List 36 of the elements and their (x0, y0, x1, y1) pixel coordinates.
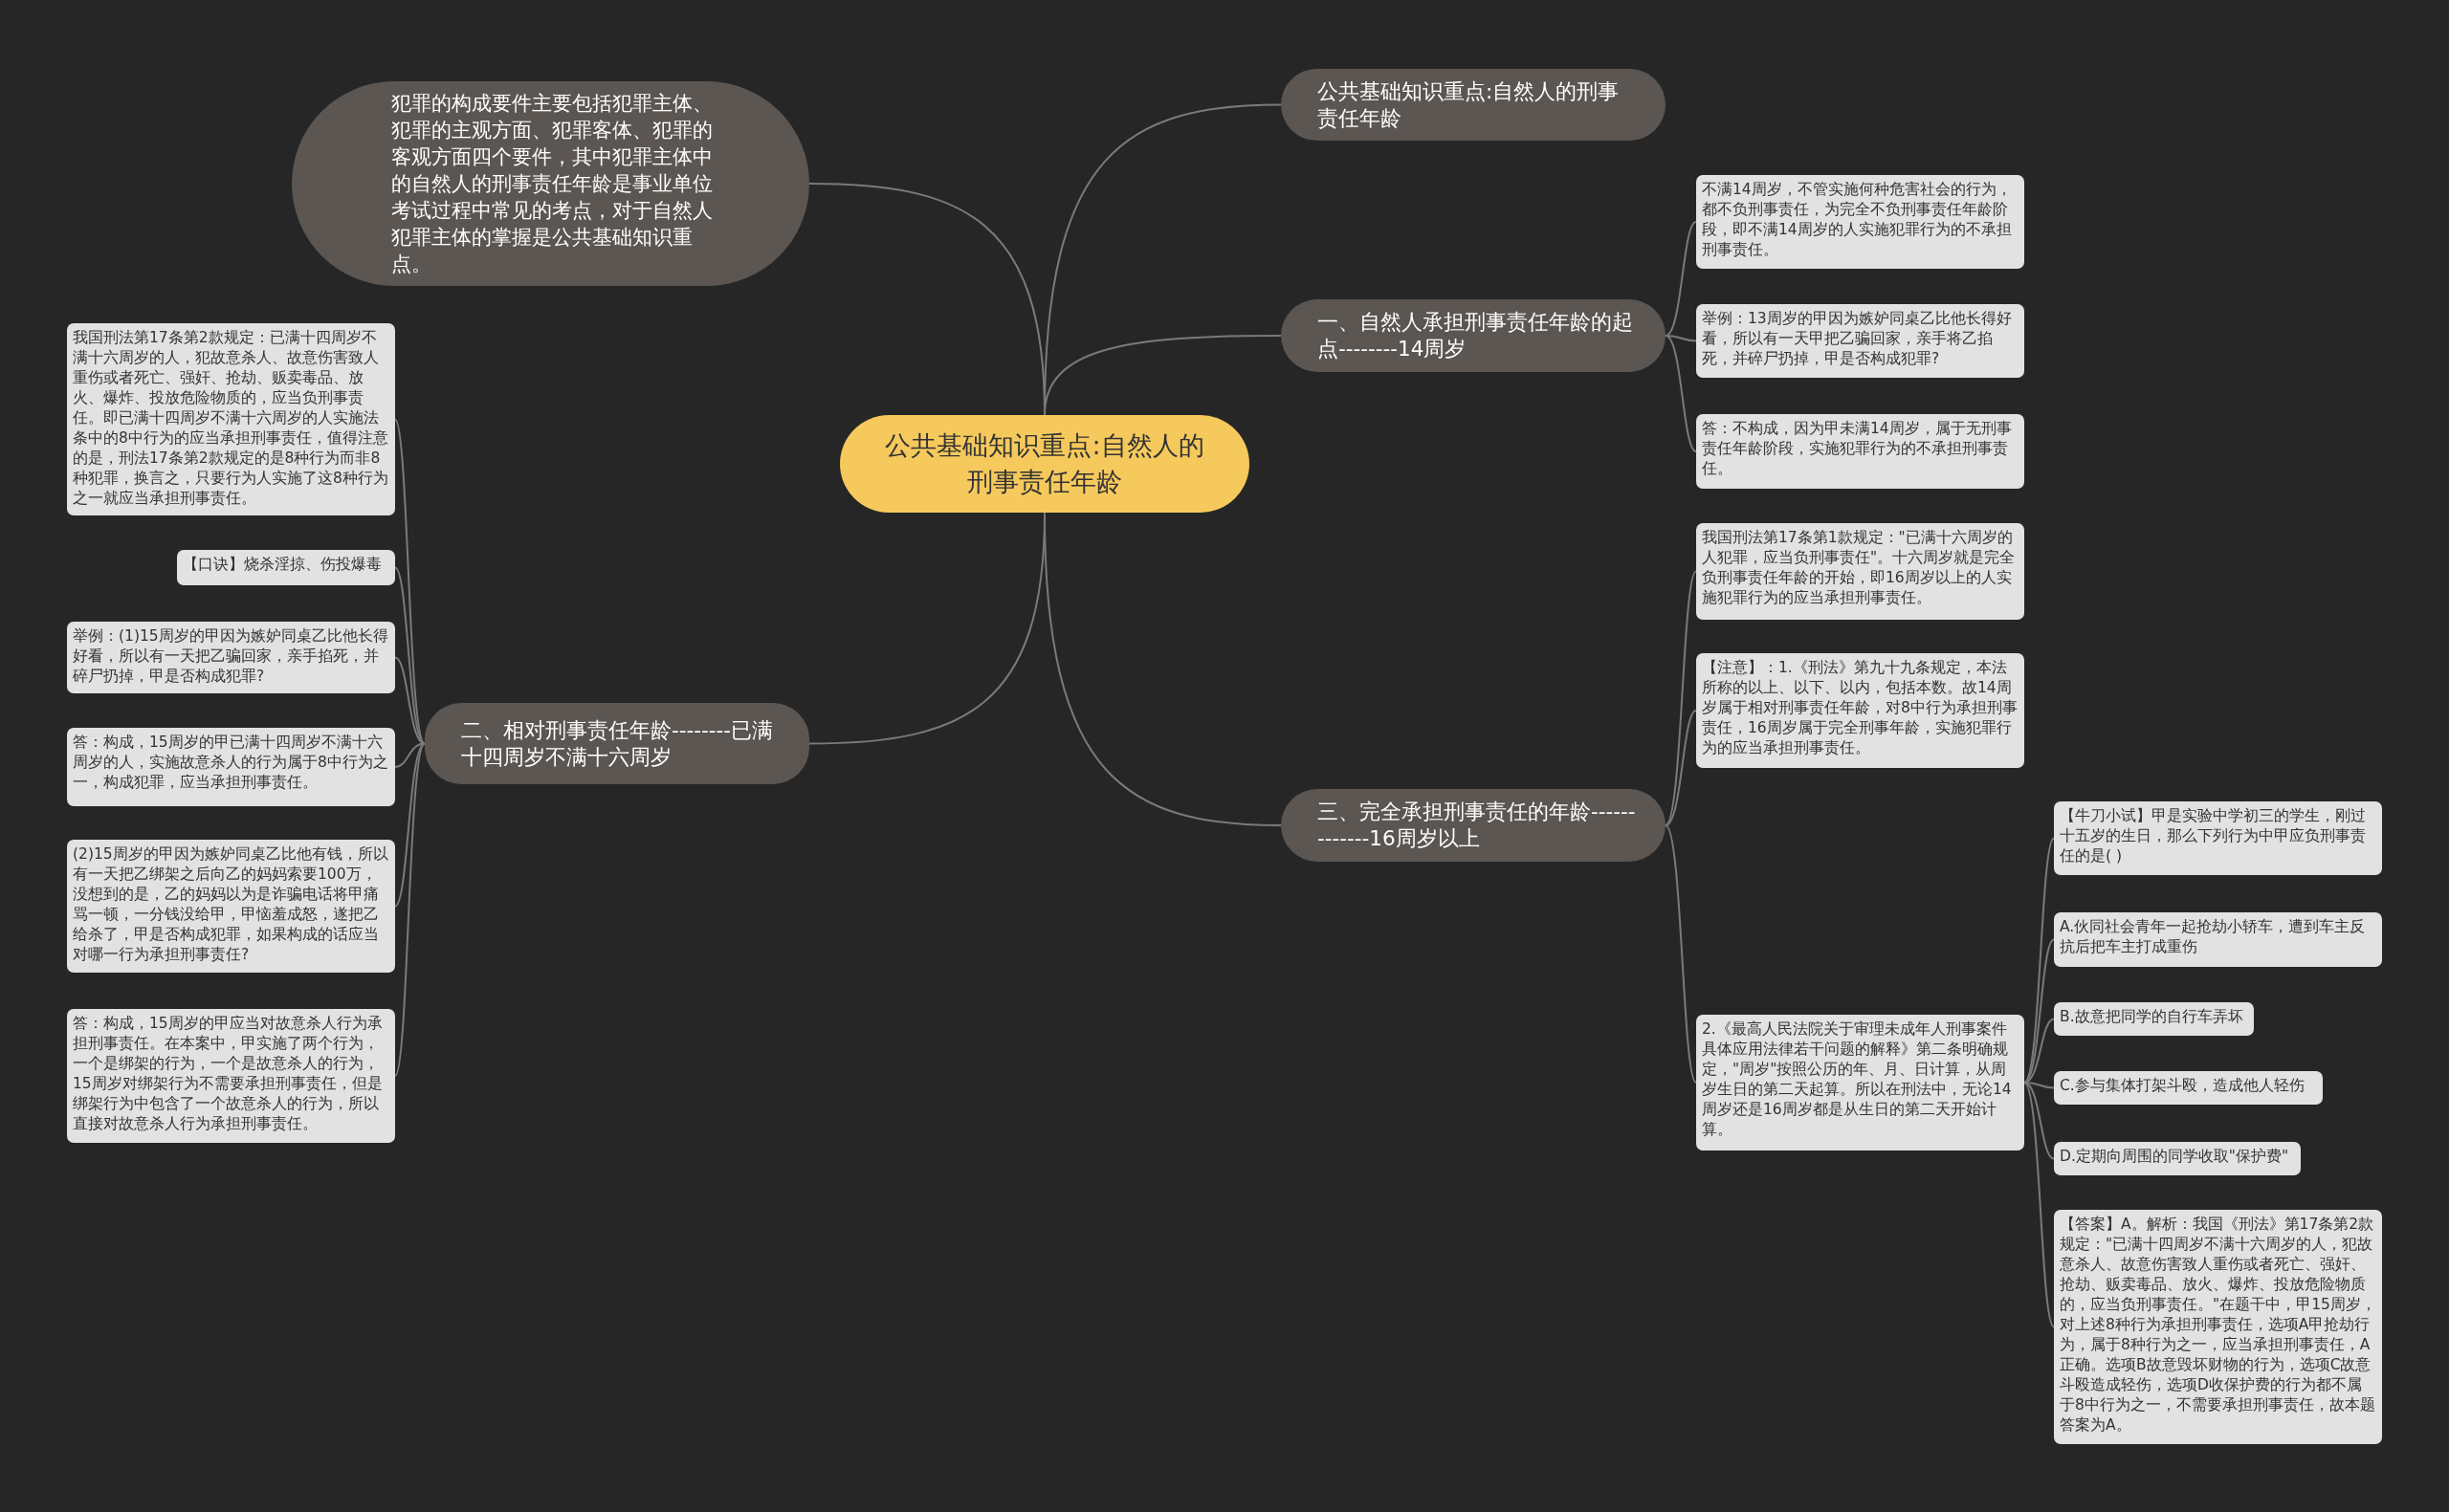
note-box: 【答案】A。解析：我国《刑法》第17条第2款规定："已满十四周岁不满十六周岁的人，犯故意杀人、故意伤害致人重伤或者死亡、强奸、抢劫、贩卖毒品、放火、爆炸、投放危险物质的，应当负刑事责任。"在题干中，甲15周岁，对上述8种行为承担刑事责任，选项A甲抢劫行为，属于8种行为之一，应当承担刑事责任，A正确。选项B故意毁坏财物的行为，选项C故意斗殴造成轻伤，选项D收保护费的行为都不属于8中行为之一，不需要承担刑事责任，故本题答案为A。 (2054, 1210, 2382, 1444)
connector-line (1665, 570, 1697, 826)
note-box: 答：构成，15周岁的甲应当对故意杀人行为承担刑事责任。在本案中，甲实施了两个行为，一个是绑架的行为，一个是故意杀人的行为，15周岁对绑架行为不需要承担刑事责任，但是绑架行为中包含了一个故意杀人的行为，所以直接对故意杀人行为承担刑事责任。 (67, 1009, 395, 1143)
note-box: D.定期向周围的同学收取"保护费" (2054, 1142, 2301, 1175)
note-box: 答：构成，15周岁的甲已满十四周岁不满十六周岁的人，实施故意杀人的行为属于8中行为之一，构成犯罪，应当承担刑事责任。 (67, 728, 395, 806)
branch-box: 三、完全承担刑事责任的年龄-------------16周岁以上 (1281, 789, 1666, 862)
note-box: 举例：13周岁的甲因为嫉妒同桌乙比他长得好看，所以有一天甲把乙骗回家，亲手将乙掐死，并碎尸扔掉，甲是否构成犯罪? (1696, 304, 2024, 378)
connector-line (1665, 335, 1697, 452)
branch-box: 公共基础知识重点:自然人的刑事责任年龄 (1281, 69, 1666, 141)
connector-line (1665, 710, 1697, 826)
note-box: 【口诀】烧杀淫掠、伤投爆毒 (177, 550, 395, 585)
connector-line (394, 418, 426, 745)
note-box: 我国刑法第17条第1款规定："已满十六周岁的人犯罪，应当负刑事责任"。十六周岁就是完全负刑事责任年龄的开始，即16周岁以上的人实施犯罪行为的应当承担刑事责任。 (1696, 523, 2024, 620)
connector-line (394, 742, 426, 768)
topic-bubble: 犯罪的构成要件主要包括犯罪主体、犯罪的主观方面、犯罪客体、犯罪的客观方面四个要件，其中犯罪主体中的自然人的刑事责任年龄是事业单位考试过程中常见的考点，对于自然人犯罪主体的掌握是公共基础知识重点。 (292, 81, 809, 286)
note-box: 【牛刀小试】甲是实验中学初三的学生，刚过十五岁的生日，那么下列行为中甲应负刑事责任的是( ) (2054, 801, 2382, 875)
note-box: A.伙同社会青年一起抢劫小轿车，遭到车主反抗后把车主打成重伤 (2054, 912, 2382, 967)
connector-line (1665, 824, 1697, 1084)
note-box: C.参与集体打架斗殴，造成他人轻伤 (2054, 1071, 2323, 1105)
note-box: 举例：(1)15周岁的甲因为嫉妒同桌乙比他长得好看，所以有一天把乙骗回家，亲手掐死，并碎尸扔掉，甲是否构成犯罪? (67, 622, 395, 693)
connector-line (1665, 335, 1697, 342)
branch-box: 一、自然人承担刑事责任年龄的起点--------14周岁 (1281, 299, 1666, 372)
note-box: 2.《最高人民法院关于审理未成年人刑事案件具体应用法律若干问题的解释》第二条明确规定，"周岁"按照公历的年、月、日计算，从周岁生日的第二天起算。所以在刑法中，无论14周岁还是16周岁都是从生日的第二天开始计算。 (1696, 1015, 2024, 1150)
connector-line (2023, 1082, 2055, 1328)
note-box: 答：不构成，因为甲未满14周岁，属于无刑事责任年龄阶段，实施犯罪行为的不承担刑事责任。 (1696, 414, 2024, 489)
central-topic: 公共基础知识重点:自然人的刑事责任年龄 (840, 415, 1249, 513)
note-box: 我国刑法第17条第2款规定：已满十四周岁不满十六周岁的人，犯故意杀人、故意伤害致人重伤或者死亡、强奸、抢劫、贩卖毒品、放火、爆炸、投放危险物质的，应当负刑事责任。即已满十四周岁不满十六周岁的人实施法条中的8中行为的应当承担刑事责任，值得注意的是，刑法17条第2款规定的是8种行为而非8种犯罪，换言之，只要行为人实施了这8种行为之一就应当承担刑事责任。 (67, 323, 395, 515)
note-box: (2)15周岁的甲因为嫉妒同桌乙比他有钱，所以有一天把乙绑架之后向乙的妈妈索要100万，没想到的是，乙的妈妈以为是诈骗电话将甲痛骂一顿，一分钱没给甲，甲恼羞成怒，遂把乙给杀了，甲是否构成犯罪，如果构成的话应当对哪一行为承担刑事责任? (67, 840, 395, 973)
branch-box: 二、相对刑事责任年龄--------已满十四周岁不满十六周岁 (425, 703, 809, 784)
note-box: 【注意】：1.《刑法》第九十九条规定，本法所称的以上、以下、以内，包括本数。故14周岁属于相对刑事责任年龄，对8中行为承担刑事责任，16周岁属于完全刑事年龄，实施犯罪行为的应当承担刑事责任。 (1696, 653, 2024, 768)
connector-line (1665, 221, 1697, 337)
connector-line (394, 742, 426, 908)
connector-line (1044, 335, 1282, 416)
connector-line (394, 742, 426, 1077)
note-box: B.故意把同学的自行车弄坏 (2054, 1002, 2254, 1036)
note-box: 不满14周岁，不管实施何种危害社会的行为，都不负刑事责任，为完全不负刑事责任年龄阶段，即不满14周岁的人实施犯罪行为的不承担刑事责任。 (1696, 175, 2024, 269)
